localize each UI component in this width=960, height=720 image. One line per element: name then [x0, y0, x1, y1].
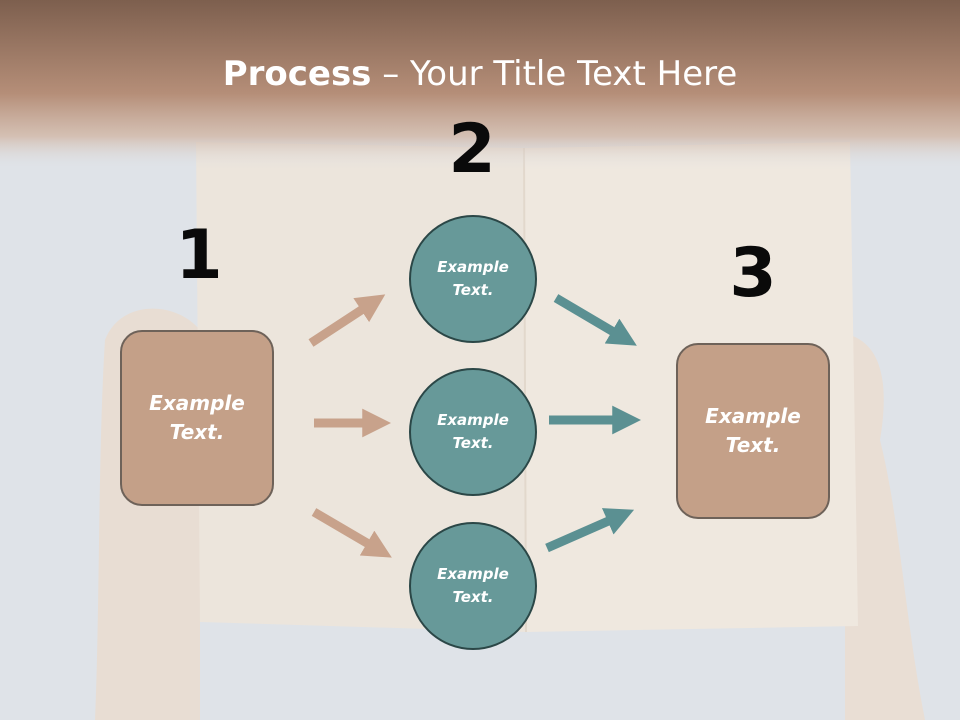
- step-number-3: 3: [729, 234, 777, 313]
- circle-middle-text: Example Text.: [437, 411, 509, 452]
- right-hand: [845, 335, 925, 720]
- circle-top: Example Text.: [409, 215, 537, 343]
- arrow-right-bottom: [545, 508, 635, 553]
- right-box: Example Text.: [676, 343, 830, 519]
- arrow-left-bottom: [311, 508, 392, 558]
- right-box-text: Example Text.: [705, 404, 801, 457]
- slide-title: Process – Your Title Text Here: [0, 52, 960, 96]
- left-box: Example Text.: [120, 330, 274, 506]
- circle-bottom: Example Text.: [409, 522, 537, 650]
- title-bold: Process: [222, 54, 372, 94]
- left-box-text: Example Text.: [149, 391, 245, 444]
- title-rest: – Your Title Text Here: [371, 54, 738, 94]
- circle-top-text: Example Text.: [437, 258, 509, 299]
- circle-middle: Example Text.: [409, 368, 537, 496]
- step-number-1: 1: [175, 216, 223, 295]
- arrow-left-top: [308, 294, 386, 347]
- arrow-right-top: [553, 294, 637, 346]
- circle-bottom-text: Example Text.: [437, 565, 509, 606]
- step-number-2: 2: [448, 110, 496, 189]
